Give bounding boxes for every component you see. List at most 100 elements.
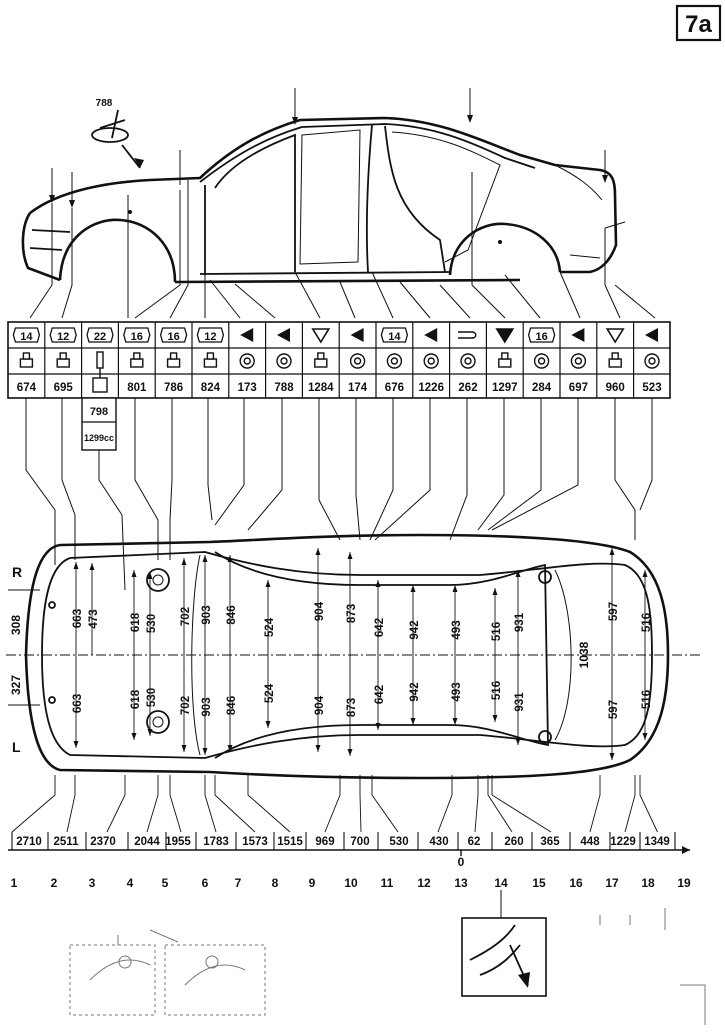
header-code: 262 [458,382,477,394]
header-tool-icon [498,352,512,368]
upper-dim: 873 [346,604,358,623]
x-coordinate: 530 [389,836,408,848]
page-label: 7a [675,4,722,42]
header-symbol: 12 [49,327,77,343]
car-side-view: 788 [21,98,618,284]
header-tool-icon [314,352,328,368]
dim-1038: 1038 [577,641,591,668]
right-side-label: R [12,564,22,580]
x-coordinate: 2370 [90,836,116,848]
x-coordinate: 969 [315,836,334,848]
car-plan-view: R L 308 327 1038 [6,533,700,780]
upper-dim: 903 [201,605,213,624]
point-number: 1 [11,876,18,890]
x-coordinate: 1955 [165,836,191,848]
header-code: 824 [201,382,221,394]
header-code: 523 [642,382,661,394]
point-number: 13 [454,876,468,890]
lower-dim: 597 [608,700,620,719]
plan-to-coords-leaders [11,775,658,833]
header-symbol: 22 [86,327,114,343]
header-code: 174 [348,382,368,394]
zero-origin: 0 [458,855,465,869]
point-number: 19 [677,876,691,890]
point-number: 7 [235,876,242,890]
x-coordinate: 260 [504,836,523,848]
dim-327: 327 [9,675,23,695]
header-code: 173 [238,382,257,394]
x-coordinate: 430 [429,836,448,848]
header-tool-icon [276,353,292,369]
x-coordinate: 1229 [610,836,636,848]
svg-text:12: 12 [204,331,216,343]
upper-dim: 942 [409,620,421,639]
lower-dim: 942 [409,682,421,701]
lower-dim: 846 [226,696,238,715]
point-number: 12 [417,876,431,890]
x-coordinate: 2044 [134,836,160,848]
header-symbol: 14 [380,327,409,343]
x-coordinate: 2511 [54,836,80,848]
header-symbol [350,328,364,342]
upper-dim: 702 [180,607,192,626]
x-coordinate: 62 [468,836,481,848]
point-number: 17 [605,876,619,890]
header-tool-icon [203,352,218,368]
svg-text:16: 16 [131,331,143,343]
header-symbol [458,331,477,339]
lower-dim: 493 [451,682,463,701]
svg-text:12: 12 [57,331,69,343]
header-tool-icon [533,353,550,369]
header-code: 1226 [418,382,444,394]
header-code: 676 [385,382,404,394]
header-tool-icon [423,353,439,369]
header-tool-icon [570,353,587,369]
upper-dim: 904 [314,601,326,621]
lower-dim: 516 [491,681,503,700]
point-number: 16 [569,876,583,890]
upper-dim: 618 [130,612,142,632]
transverse-dimension-lines [73,548,648,760]
x-coordinate: 1349 [644,836,670,848]
header-code: 674 [17,382,37,394]
svg-text:14: 14 [20,331,33,343]
dim-308: 308 [9,615,23,635]
header-tool-icon [130,352,144,368]
side-measure-arrows [49,88,626,229]
header-code: 788 [274,382,294,394]
header-code: 1284 [308,382,334,394]
header-symbol [277,328,290,342]
header-symbol: 14 [12,327,41,343]
lower-dim: 931 [514,692,526,712]
header-code: 960 [606,382,625,394]
header-symbol [605,328,625,344]
header-symbol: 16 [123,327,151,343]
upper-dim: 516 [641,613,653,632]
header-symbol [495,328,515,344]
point-number: 9 [309,876,316,890]
header-symbol: 16 [527,327,556,343]
side-leaders [29,172,656,319]
x-coordinate: 1573 [242,836,268,848]
lower-dim: 702 [180,696,192,715]
x-coordinate: 1783 [203,836,229,848]
svg-text:7a: 7a [685,11,712,38]
upper-dim: 663 [72,609,84,628]
header-symbol [645,328,658,342]
header-code: 695 [54,382,74,394]
header-symbol [311,328,331,344]
upper-dim: 846 [226,605,238,624]
point-number: 4 [127,876,134,890]
header-tool-icon [92,351,108,393]
upper-dim: 516 [491,622,503,641]
lower-dim: 904 [314,695,326,715]
header-tool-icon [239,353,255,369]
header-code: 1297 [492,382,518,394]
lower-dim: 873 [346,698,358,717]
lower-dim: 530 [146,688,158,707]
lower-dim: 516 [641,690,653,709]
extra-note: 1299cc [84,433,114,443]
